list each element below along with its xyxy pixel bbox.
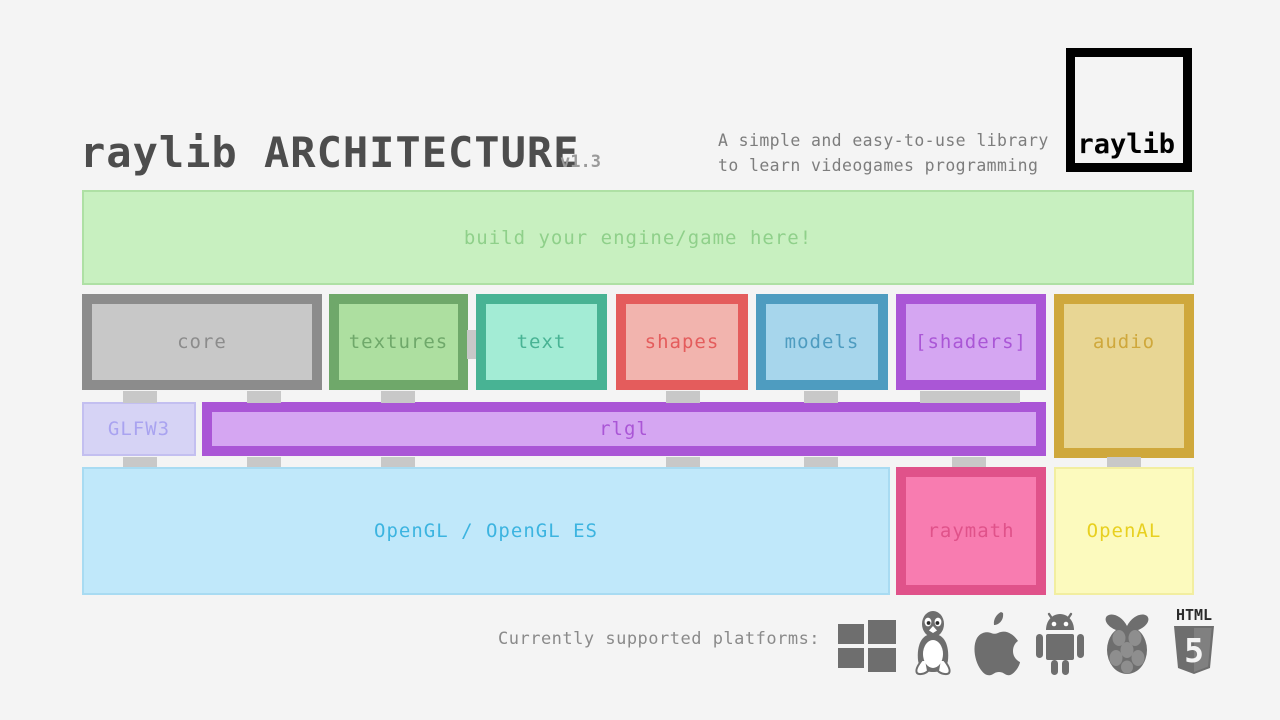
tagline: A simple and easy-to-use library to lear… — [718, 128, 1058, 178]
layer-glfw3[interactable]: GLFW3 — [82, 402, 196, 456]
connector-tab — [123, 457, 157, 469]
layer-rlgl-label: rlgl — [599, 418, 649, 440]
module-shaders[interactable]: [shaders] — [896, 294, 1046, 390]
module-models[interactable]: models — [756, 294, 888, 390]
logo-text: raylib — [1077, 129, 1175, 160]
connector-tab-wide — [920, 391, 1020, 403]
layer-opengl-label: OpenGL / OpenGL ES — [374, 520, 598, 542]
module-shapes[interactable]: shapes — [616, 294, 748, 390]
connector-tab — [247, 457, 281, 469]
page-title: raylib ARCHITECTURE — [80, 128, 580, 177]
connector-tab-vertical — [467, 330, 476, 359]
module-text[interactable]: text — [476, 294, 607, 390]
linux-tux-icon — [915, 611, 951, 676]
apple-icon — [974, 612, 1020, 676]
module-audio-label: audio — [1092, 331, 1156, 353]
html5-number: 5 — [1184, 631, 1204, 670]
windows-icon — [838, 620, 896, 672]
module-text-label: text — [516, 331, 567, 353]
module-core-label: core — [177, 331, 227, 353]
module-textures-label: textures — [348, 331, 449, 353]
build-your-engine-banner: build your engine/game here! — [82, 190, 1194, 285]
tagline-line-1: A simple and easy-to-use library — [718, 131, 1049, 150]
raspberry-pi-icon — [1105, 614, 1149, 674]
module-textures[interactable]: textures — [329, 294, 468, 390]
layer-rlgl[interactable]: rlgl — [202, 402, 1046, 456]
connector-tab — [666, 457, 700, 469]
platform-icons: HTML 5 — [838, 604, 1222, 676]
version-label: v1.3 — [560, 152, 601, 172]
tagline-line-2: to learn videogames programming — [718, 156, 1039, 175]
module-core[interactable]: core — [82, 294, 322, 390]
connector-tab — [123, 391, 157, 403]
connector-tab — [381, 457, 415, 469]
module-audio[interactable]: audio — [1054, 294, 1194, 458]
module-models-label: models — [784, 331, 860, 353]
raylib-logo: raylib — [1066, 48, 1192, 172]
module-shapes-label: shapes — [644, 331, 720, 353]
connector-tab — [1107, 457, 1141, 469]
supported-platforms-label: Currently supported platforms: — [498, 629, 821, 649]
html5-wordmark: HTML — [1176, 606, 1212, 624]
layer-openal[interactable]: OpenAL — [1054, 467, 1194, 595]
layer-openal-label: OpenAL — [1086, 520, 1162, 542]
connector-tab — [666, 391, 700, 403]
layer-raymath-label: raymath — [927, 520, 1015, 542]
layer-raymath[interactable]: raymath — [896, 467, 1046, 595]
html5-icon: HTML 5 — [1174, 606, 1214, 674]
connector-tab — [804, 457, 838, 469]
connector-tab — [804, 391, 838, 403]
layer-opengl[interactable]: OpenGL / OpenGL ES — [82, 467, 890, 595]
module-shaders-label: [shaders] — [915, 331, 1027, 353]
connector-tab — [381, 391, 415, 403]
banner-label: build your engine/game here! — [463, 226, 813, 249]
layer-glfw3-label: GLFW3 — [107, 418, 171, 440]
android-icon — [1036, 612, 1084, 675]
connector-tab — [952, 457, 986, 469]
connector-tab — [247, 391, 281, 403]
